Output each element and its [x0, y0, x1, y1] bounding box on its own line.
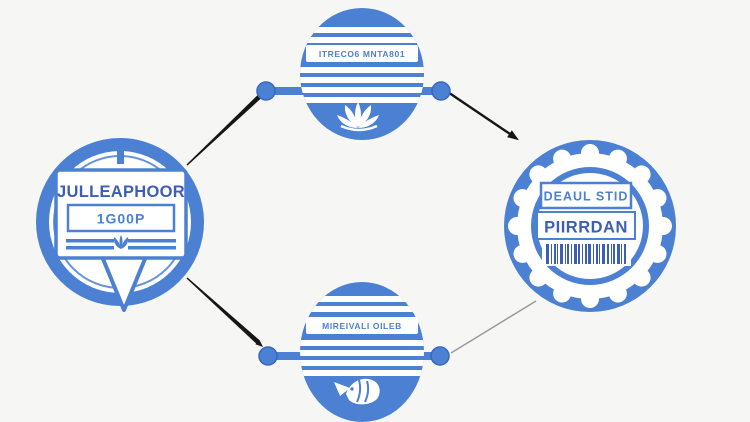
rod-end-left: [258, 346, 278, 366]
connector-top-to-right: [449, 92, 519, 141]
top-tick: [117, 150, 124, 164]
seal-line1-text: DEAUL STID: [544, 190, 629, 204]
rod-end-right: [431, 81, 451, 101]
rod-end-right: [430, 346, 450, 366]
stripe-pattern: [300, 27, 424, 103]
seal-line1-box: [539, 181, 633, 210]
label-box: [306, 45, 418, 62]
rod-end-left: [256, 81, 276, 101]
divider-lines: [66, 239, 176, 250]
node-top: ITRECO6 MNTA801: [256, 8, 451, 140]
node-left: JULLEAPHOOR 1G00P: [36, 138, 204, 312]
arrowhead-icon: [255, 339, 263, 347]
connector-left-to-bottom: [186, 277, 263, 347]
connector-left-to-top: [186, 95, 261, 166]
fish-icon: [334, 378, 380, 405]
card-title: JULLEAPHOOR: [57, 183, 185, 201]
lotus-icon: [337, 102, 379, 132]
stripe-pattern: [300, 296, 424, 376]
value-box: [66, 203, 176, 233]
value-text: 1G00P: [97, 211, 146, 227]
arrowhead-icon: [507, 130, 519, 141]
seal-line2-text: PIIRRDAN: [544, 219, 628, 237]
label-box: [306, 317, 418, 334]
seal-line2-box: [536, 211, 636, 240]
node-bottom: MIREIVALI OILEB: [258, 282, 450, 422]
node-top-label: ITRECO6 MNTA801: [319, 49, 405, 59]
sprout-icon: [113, 235, 129, 249]
node-right: DEAUL STID PIIRRDAN: [504, 140, 676, 312]
connector-bottom-to-right: [450, 300, 537, 354]
barcode-icon: [542, 242, 631, 266]
node-bottom-label: MIREIVALI OILEB: [322, 321, 402, 331]
